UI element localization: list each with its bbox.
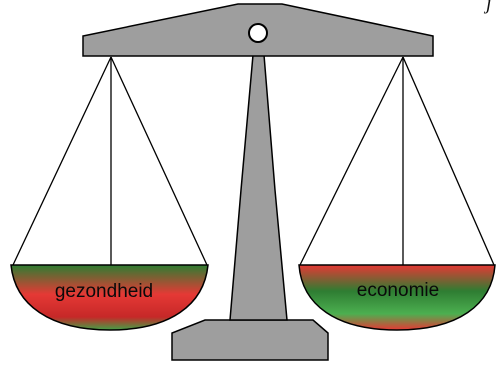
left-pan: [10, 264, 209, 331]
left-pan-strings: [12, 56, 208, 266]
right-pan-strings: [299, 56, 495, 266]
scale-pillar: [229, 54, 288, 321]
right-pan-label: economie: [357, 280, 439, 301]
pivot-circle: [248, 23, 268, 43]
left-pan-label: gezondheid: [55, 281, 153, 302]
scale-base: [171, 319, 329, 361]
corner-mark: j: [483, 0, 492, 14]
right-pan: [298, 264, 496, 331]
